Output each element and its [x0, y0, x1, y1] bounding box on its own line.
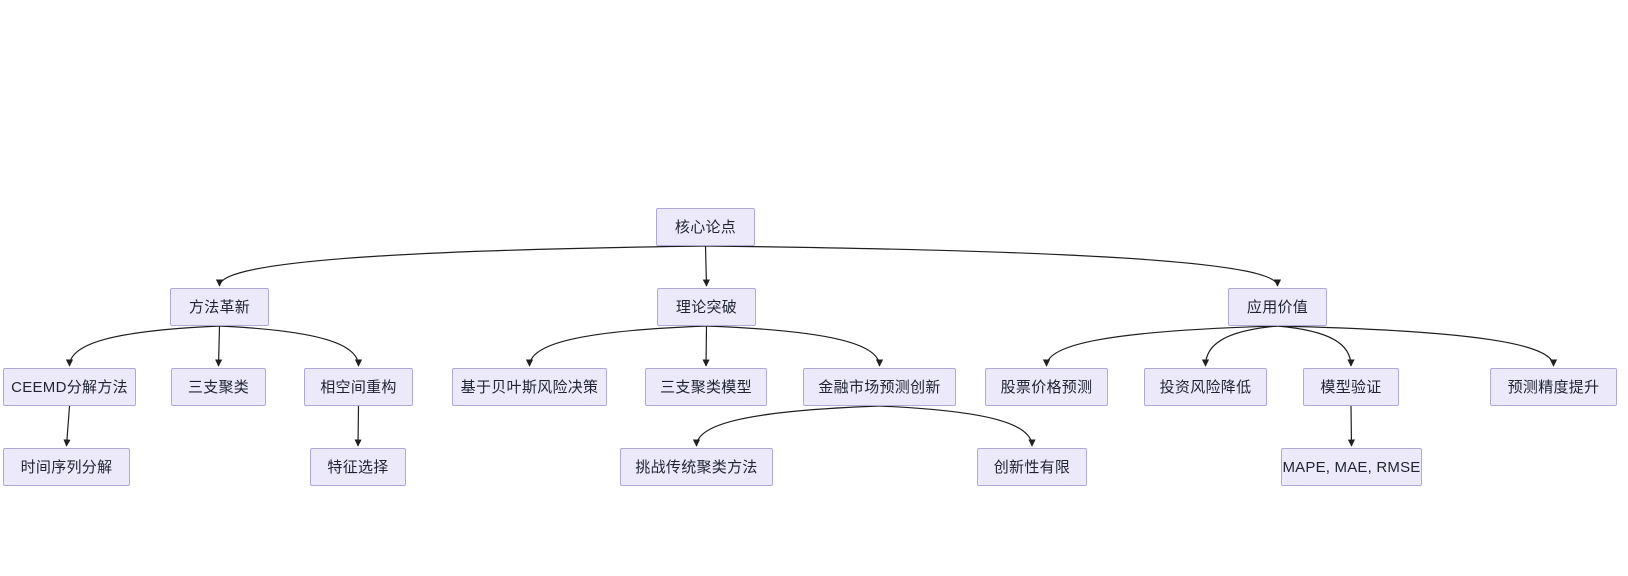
- mindmap-node-label: 方法革新: [188, 298, 251, 316]
- mindmap-node-label: 基于贝叶斯风险决策: [460, 378, 599, 396]
- mindmap-node[interactable]: 预测精度提升: [1490, 368, 1617, 406]
- mindmap-node[interactable]: 应用价值: [1228, 288, 1327, 326]
- mindmap-node-label: 模型验证: [1320, 378, 1382, 396]
- mindmap-edge: [1277, 325, 1355, 367]
- mindmap-node[interactable]: 特征选择: [310, 448, 406, 486]
- mindmap-edge: [1201, 325, 1278, 367]
- mindmap-node[interactable]: 挑战传统聚类方法: [620, 448, 773, 486]
- mindmap-edge: [219, 325, 363, 367]
- mindmap-node[interactable]: 股票价格预测: [985, 368, 1108, 406]
- mindmap-node[interactable]: 时间序列分解: [3, 448, 130, 486]
- mindmap-edge: [215, 325, 223, 367]
- mindmap-node[interactable]: 三支聚类模型: [645, 368, 767, 406]
- mindmap-edge: [354, 405, 362, 447]
- mindmap-node-label: 理论突破: [675, 298, 738, 316]
- mindmap-node-label: 应用价值: [1246, 298, 1309, 316]
- mindmap-node-label: CEEMD分解方法: [11, 378, 128, 396]
- mindmap-node-label: 挑战传统聚类方法: [635, 458, 758, 476]
- mindmap-edge: [525, 325, 707, 367]
- mindmap-edge: [63, 405, 71, 447]
- mindmap-node-label: 股票价格预测: [1000, 378, 1093, 396]
- mindmap-edge: [1042, 325, 1278, 367]
- mindmap-node[interactable]: 核心论点: [656, 208, 755, 246]
- mindmap-edge: [1347, 405, 1356, 447]
- mindmap-node-label: 预测精度提升: [1507, 378, 1600, 396]
- mindmap-node-label: 投资风险降低: [1159, 378, 1252, 396]
- mindmap-node-label: MAPE, MAE, RMSE: [1282, 458, 1421, 476]
- mindmap-edge: [702, 245, 710, 287]
- mindmap-node[interactable]: MAPE, MAE, RMSE: [1281, 448, 1422, 486]
- mindmap-node[interactable]: CEEMD分解方法: [3, 368, 136, 406]
- mindmap-node-label: 特征选择: [327, 458, 389, 476]
- mindmap-node-label: 时间序列分解: [20, 458, 113, 476]
- mindmap-edge: [65, 325, 220, 367]
- mindmap-node[interactable]: 相空间重构: [304, 368, 413, 406]
- mindmap-node-label: 金融市场预测创新: [818, 378, 941, 396]
- mindmap-node[interactable]: 理论突破: [657, 288, 756, 326]
- mindmap-edge: [706, 325, 884, 367]
- mindmap-node-label: 创新性有限: [993, 458, 1071, 476]
- mindmap-edge: [879, 405, 1036, 447]
- mindmap-node-label: 三支聚类模型: [660, 378, 752, 396]
- mindmap-edge: [705, 245, 1282, 287]
- mindmap-node-label: 核心论点: [674, 218, 737, 236]
- mindmap-node[interactable]: 金融市场预测创新: [803, 368, 956, 406]
- mindmap-node[interactable]: 模型验证: [1303, 368, 1399, 406]
- mindmap-node-label: 三支聚类: [187, 378, 250, 396]
- mindmap-node[interactable]: 基于贝叶斯风险决策: [452, 368, 607, 406]
- edge-group: [63, 245, 1558, 447]
- mindmap-node[interactable]: 投资风险降低: [1144, 368, 1267, 406]
- mindmap-node[interactable]: 方法革新: [170, 288, 269, 326]
- mindmap-node[interactable]: 创新性有限: [977, 448, 1087, 486]
- mindmap-edge: [215, 245, 706, 287]
- mindmap-node-label: 相空间重构: [320, 378, 397, 396]
- mindmap-node[interactable]: 三支聚类: [171, 368, 266, 406]
- mindmap-edge: [1277, 325, 1558, 367]
- mindmap-edge: [702, 325, 710, 367]
- mindmap-edge: [692, 405, 880, 447]
